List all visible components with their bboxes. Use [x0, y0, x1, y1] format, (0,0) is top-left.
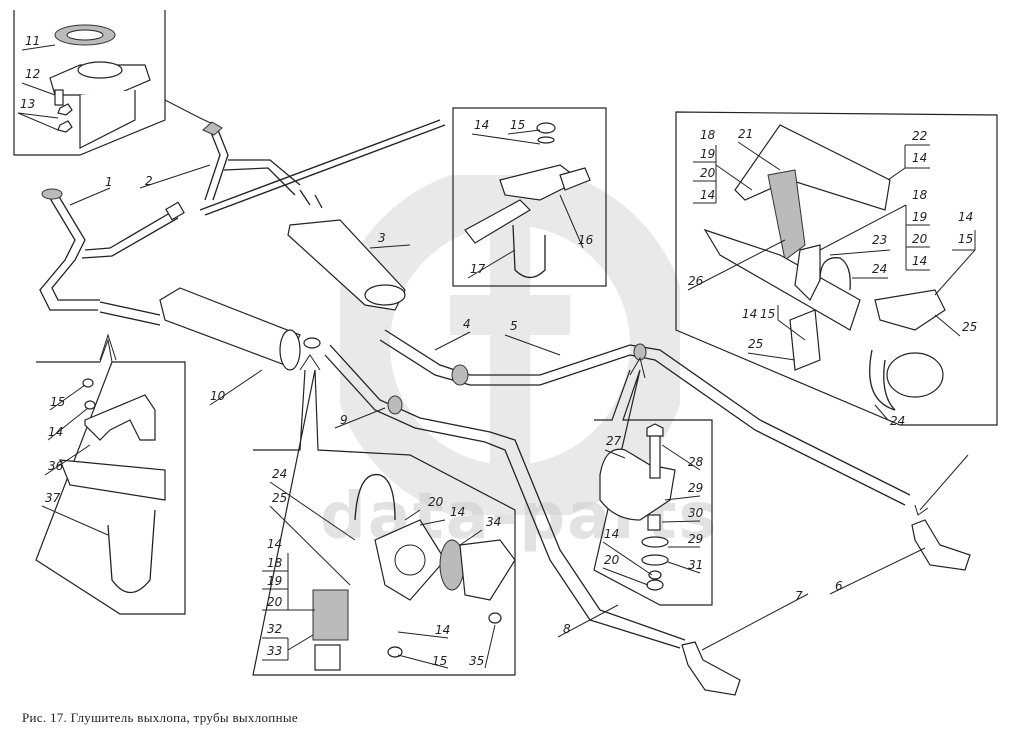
muffler-3: 3 [287, 189, 411, 311]
callout-15: 15 [958, 232, 973, 246]
callout-28: 28 [688, 455, 704, 469]
callout-23: 23 [872, 233, 887, 247]
callout-18: 18 [700, 128, 716, 142]
callout-11: 11 [25, 34, 40, 48]
callout-20: 20 [912, 232, 928, 246]
callout-15: 15 [50, 395, 65, 409]
inset-flange: 11 12 13 [13, 10, 216, 156]
callout-13: 13 [20, 97, 35, 111]
callout-14: 14 [958, 210, 973, 224]
callout-12: 12 [25, 67, 40, 81]
callout-22: 22 [912, 129, 927, 143]
callout-37: 37 [45, 491, 61, 505]
callout-33: 33 [267, 644, 282, 658]
callout-20: 20 [428, 495, 444, 509]
callout-35: 35 [469, 654, 484, 668]
callout-19: 19 [267, 574, 282, 588]
front-pipe: 1 [39, 175, 185, 311]
callout-21: 21 [738, 127, 753, 141]
inset-bolt-mount: 27 28 29 30 29 14 31 20 [593, 369, 713, 606]
callout-9: 9 [340, 413, 348, 427]
callout-20: 20 [267, 595, 283, 609]
pointer-arrows [99, 333, 646, 379]
callout-10: 10 [210, 389, 226, 403]
callout-24: 24 [872, 262, 887, 276]
callout-8: 8 [563, 622, 571, 636]
callout-17: 17 [470, 262, 486, 276]
inset-front-clamp: 15 14 36 37 [35, 338, 186, 615]
callout-36: 36 [48, 459, 64, 473]
callout-31: 31 [688, 558, 703, 572]
callout-14: 14 [700, 188, 715, 202]
callout-20: 20 [604, 553, 620, 567]
callout-14: 14 [912, 254, 927, 268]
callout-6: 6 [835, 579, 843, 593]
callout-7: 7 [795, 589, 803, 603]
callout-19: 19 [912, 210, 927, 224]
callout-15: 15 [760, 307, 775, 321]
intermediate-pipe-2: 2 [139, 119, 446, 216]
callout-14: 14 [604, 527, 619, 541]
callout-14: 14 [435, 623, 450, 637]
callout-24: 24 [890, 414, 905, 428]
callout-3: 3 [378, 231, 386, 245]
callout-14: 14 [450, 505, 465, 519]
inset-flange-mount: 24 25 20 14 34 14 18 19 20 32 33 14 15 3… [252, 369, 516, 676]
callout-32: 32 [267, 622, 282, 636]
callout-14: 14 [48, 425, 63, 439]
callout-29: 29 [688, 532, 703, 546]
muffler-10: 10 [99, 287, 321, 406]
callout-2: 2 [145, 174, 153, 188]
figure-caption: Рис. 17. Глушитель выхлопа, трубы выхлоп… [22, 710, 298, 725]
callout-14: 14 [474, 118, 489, 132]
callout-25: 25 [748, 337, 763, 351]
callout-14: 14 [912, 151, 927, 165]
callout-1: 1 [105, 175, 113, 189]
callout-24: 24 [272, 467, 287, 481]
callout-4: 4 [463, 317, 471, 331]
callout-5: 5 [510, 319, 518, 333]
tailpipes: 6 7 [681, 454, 971, 696]
callouts-rear-mount: 18 19 20 14 21 22 14 18 19 20 14 [687, 127, 977, 428]
pipes-9-8: 9 8 [324, 344, 686, 649]
callout-30: 30 [688, 506, 704, 520]
callout-14: 14 [267, 537, 282, 551]
callout-25: 25 [962, 320, 977, 334]
callout-18: 18 [912, 188, 928, 202]
callout-18: 18 [267, 556, 283, 570]
inset-rear-mount: 18 19 20 14 21 22 14 18 19 20 14 [675, 111, 998, 428]
callout-20: 20 [700, 166, 716, 180]
callout-34: 34 [486, 515, 501, 529]
callout-16: 16 [578, 233, 594, 247]
callout-15: 15 [510, 118, 525, 132]
callout-14: 14 [742, 307, 757, 321]
pipes-4-5: 4 5 [379, 317, 911, 506]
callout-19: 19 [700, 147, 715, 161]
callout-25: 25 [272, 491, 287, 505]
inset-clamp-top: 14 15 16 17 [452, 107, 607, 287]
callout-27: 27 [606, 434, 622, 448]
callout-29: 29 [688, 481, 703, 495]
